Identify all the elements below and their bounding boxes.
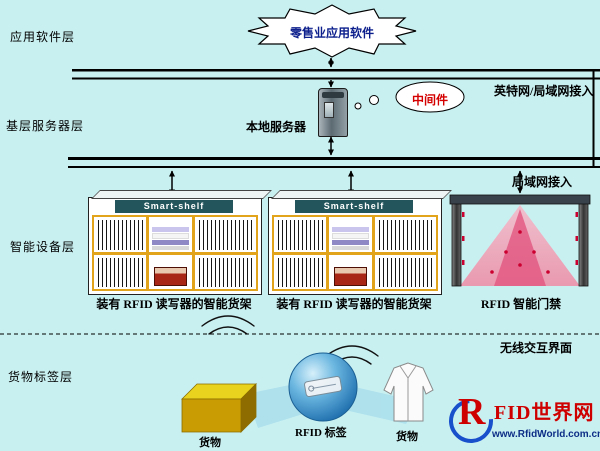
rfid-tag-label: RFID 标签 xyxy=(295,427,347,439)
application-cloud-shape xyxy=(247,4,417,58)
label-wireless-interface: 无线交互界面 xyxy=(500,341,573,355)
layer-label-application: 应用软件层 xyxy=(10,30,76,44)
garment-icon xyxy=(383,362,434,422)
local-server-label: 本地服务器 xyxy=(246,120,307,134)
shelf-coil-items xyxy=(274,217,326,252)
shelf-packaged-item xyxy=(329,254,372,289)
label-internet-access: 英特网/局域网接入 xyxy=(494,84,594,98)
application-software-label: 零售业应用软件 xyxy=(289,26,374,40)
bus-right-connector xyxy=(592,71,595,166)
smart-shelf-1: Smart-shelf xyxy=(88,197,262,295)
bus-internet-line xyxy=(72,69,600,80)
logo-initial: R xyxy=(458,391,486,433)
layer-label-goods-tag: 货物标签层 xyxy=(8,370,74,384)
shelf-packaged-item xyxy=(149,254,192,289)
goods-box-label: 货物 xyxy=(199,437,221,449)
shelf-coil-items xyxy=(194,217,256,252)
garment-label: 货物 xyxy=(396,431,418,443)
rfid-gate-shape xyxy=(449,194,591,287)
shelf-stacked-items xyxy=(329,217,372,252)
shelf-coil-items xyxy=(194,254,256,289)
rfid-tag-sphere-icon xyxy=(288,352,358,422)
shelf-coil-items xyxy=(374,254,436,289)
smart-shelf-2-header: Smart-shelf xyxy=(295,200,413,213)
smart-shelf-1-header: Smart-shelf xyxy=(115,200,233,213)
goods-box-icon xyxy=(181,383,257,433)
smart-shelf-2: Smart-shelf xyxy=(268,197,442,295)
shelf-coil-items xyxy=(374,217,436,252)
wireless-wave-icon xyxy=(201,315,379,365)
middleware-label: 中间件 xyxy=(412,93,449,107)
shelf-coil-items xyxy=(274,254,326,289)
shelf-coil-items xyxy=(94,254,146,289)
shelf-stacked-items xyxy=(149,217,192,252)
logo-name: FID世界网 xyxy=(494,402,595,424)
middleware-bubble-shape xyxy=(354,81,465,113)
label-lan-access: 局域网接入 xyxy=(512,175,573,189)
smart-shelf-2-contents xyxy=(272,215,438,291)
smart-shelf-1-contents xyxy=(92,215,258,291)
logo-url: www.RfidWorld.com.cn xyxy=(492,429,600,440)
bus-lan-line xyxy=(68,157,600,168)
shelf-coil-items xyxy=(94,217,146,252)
gate-caption: RFID 智能门禁 xyxy=(480,297,562,311)
local-server-icon xyxy=(318,88,348,137)
layer-label-base-server: 基层服务器层 xyxy=(6,119,85,133)
shelf-2-caption: 装有 RFID 读写器的智能货架 xyxy=(276,297,432,311)
layer-label-smart-device: 智能设备层 xyxy=(10,240,76,254)
shelf-1-caption: 装有 RFID 读写器的智能货架 xyxy=(96,297,252,311)
